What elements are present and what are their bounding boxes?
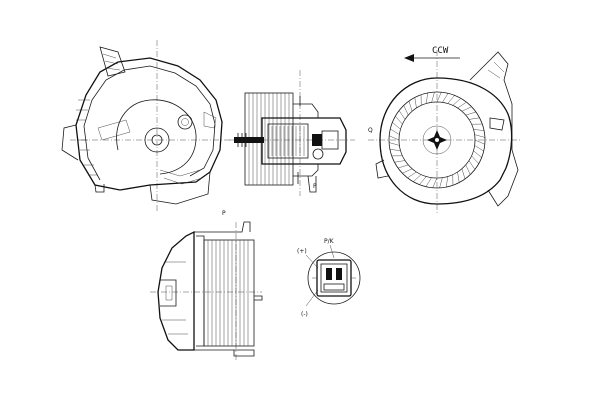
impeller-blade [389,135,400,141]
housing-front-view [61,40,232,212]
impeller-blade [474,139,485,145]
impeller-blade [392,122,401,130]
impeller-blade [403,105,409,116]
impeller-rear-view: CCW Q [368,46,520,215]
negative-terminal-label: (-) [301,311,308,318]
impeller-blade [425,177,432,187]
impeller-blade [446,176,448,188]
impeller-blade [390,128,400,135]
impeller-blade [408,100,413,112]
rotation-direction-label: CCW [432,46,449,56]
impeller-blade [431,92,435,103]
impeller-blade [398,110,406,120]
impeller-blade [389,142,400,146]
impeller-blade [414,97,417,109]
impeller-blade [457,171,460,183]
impeller-blade [407,171,417,179]
impeller-blade [465,164,471,175]
impeller-blade [473,150,482,158]
impeller-blade [474,145,484,152]
impeller-blade [457,101,467,109]
impeller-blade [439,177,443,188]
impeller-blade [447,95,455,104]
blower-bottom-side-view: P [150,210,263,360]
impeller-blade [395,116,403,125]
connector-code-label: P/K [324,238,335,245]
impeller-blades [389,92,485,188]
impeller-blade [468,160,476,170]
impeller-blade [468,117,480,120]
impeller-blade [452,98,461,106]
impeller-blade [389,149,401,151]
impeller-blade [442,93,449,103]
side-mark-label: P [313,183,317,190]
positive-terminal-label: (+) [297,248,307,255]
impeller-blade [432,177,438,188]
impeller-blade [461,106,472,112]
impeller-blade [402,168,413,174]
impeller-blade [413,174,422,182]
top-mark-label: Q [368,127,373,134]
impeller-blade [394,160,406,163]
impeller-blade [474,134,485,138]
impeller-blade [397,164,409,169]
impeller-blade [419,176,427,185]
impeller-blade [465,111,477,116]
impeller-blade [471,155,479,164]
impeller-blade [473,129,485,131]
connector-detail: (+) (-) P/K [297,238,361,318]
front-left-mark-label: P [222,210,226,217]
impeller-blade [436,92,442,103]
impeller-blade [426,92,428,104]
impeller-blade [461,168,466,180]
blower-side-section-view: P [229,70,355,196]
